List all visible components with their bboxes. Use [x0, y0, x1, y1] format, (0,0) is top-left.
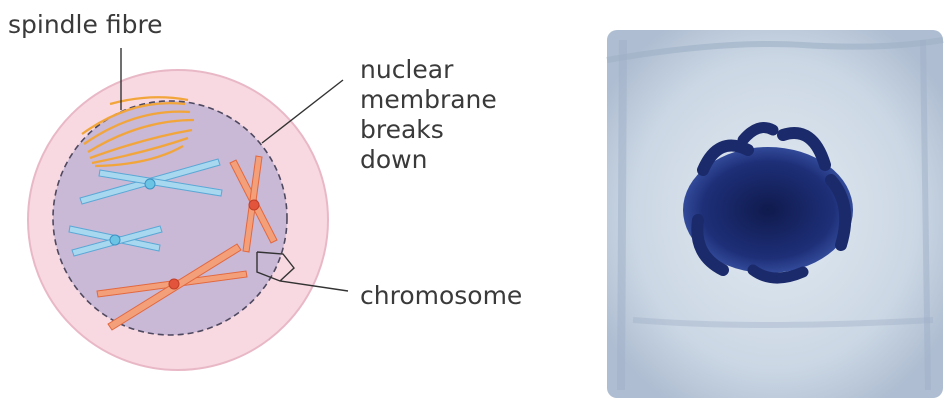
chromosome-bracket: [256, 251, 295, 282]
chromosome-blue-2: [68, 225, 163, 257]
nuclear-membrane-label: nuclear membrane breaks down: [360, 55, 497, 175]
centromere: [144, 178, 156, 190]
nuclear-label-line: membrane: [360, 85, 497, 114]
nuclear-label-line: down: [360, 145, 428, 174]
centromere: [109, 234, 121, 246]
nuclear-leader-line: [261, 79, 344, 144]
mitosis-diagram: [27, 48, 349, 371]
chromosome-orange-1: [229, 155, 278, 253]
stained-chromosomes: [683, 122, 853, 284]
chromosome-leader-line: [256, 252, 349, 292]
centromere: [168, 278, 180, 290]
chromosome-blue-1: [79, 158, 223, 205]
nuclear-label-line: breaks: [360, 115, 444, 144]
nuclear-label-line: nuclear: [360, 55, 454, 84]
chromosome-label: chromosome: [360, 281, 523, 310]
spindle-fibre-label: spindle fibre: [8, 10, 163, 39]
micrograph-image: [603, 0, 947, 400]
chromosome-orange-2: [96, 243, 248, 331]
centromere: [248, 199, 260, 211]
spindle-fibres: [81, 96, 195, 168]
